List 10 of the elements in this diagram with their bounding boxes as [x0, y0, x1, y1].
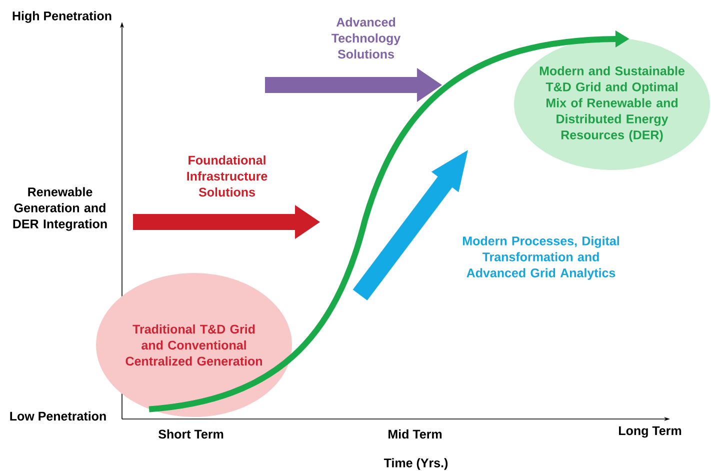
axis-title: Time (Yrs.)	[384, 458, 448, 470]
axis-label: Renewable Generation and DER Integration	[13, 187, 107, 231]
arrow-caption: Foundational Infrastructure Solutions	[187, 155, 268, 197]
tick-label: Short Term	[158, 429, 224, 439]
tick-label: Mid Term	[388, 429, 442, 439]
tick-label: Long Term	[619, 426, 682, 438]
axis-label: High Penetration	[12, 11, 112, 23]
arrow-caption: Modern Processes, Digital Transformation and Advanced Grid Analytics	[463, 236, 619, 280]
ellipse-node: Modern and Sustainable T&D Grid and Optimal Mix of Renewable and Distributed Energy Resources (DER)	[514, 38, 710, 170]
arrow-caption: Advanced Technology Solutions	[332, 17, 401, 59]
